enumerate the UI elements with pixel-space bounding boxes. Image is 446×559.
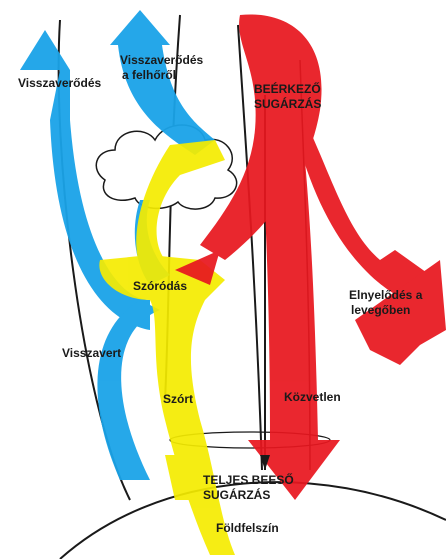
surface-label: Földfelszín <box>216 521 279 536</box>
reflected-label: Visszavert <box>62 346 121 361</box>
direct-label: Közvetlen <box>284 390 341 405</box>
total-label-1: TELJES BEESŐ <box>203 473 294 488</box>
cloud-reflection-label-2: a felhőről <box>122 68 176 83</box>
reflection-label: Visszaverődés <box>18 76 101 91</box>
absorption-label-2: levegőben <box>351 303 410 318</box>
reflection-arrow-lower <box>97 300 160 480</box>
cloud-reflection-label-1: Visszaverődés <box>120 53 203 68</box>
incoming-label-2: SUGÁRZÁS <box>254 97 321 112</box>
scattering-label: Szóródás <box>133 279 187 294</box>
absorption-label-1: Elnyelődés a <box>349 288 422 303</box>
incoming-label-1: BEÉRKEZŐ <box>254 82 321 97</box>
total-label-2: SUGÁRZÁS <box>203 488 270 503</box>
scattered-label: Szórt <box>163 392 193 407</box>
